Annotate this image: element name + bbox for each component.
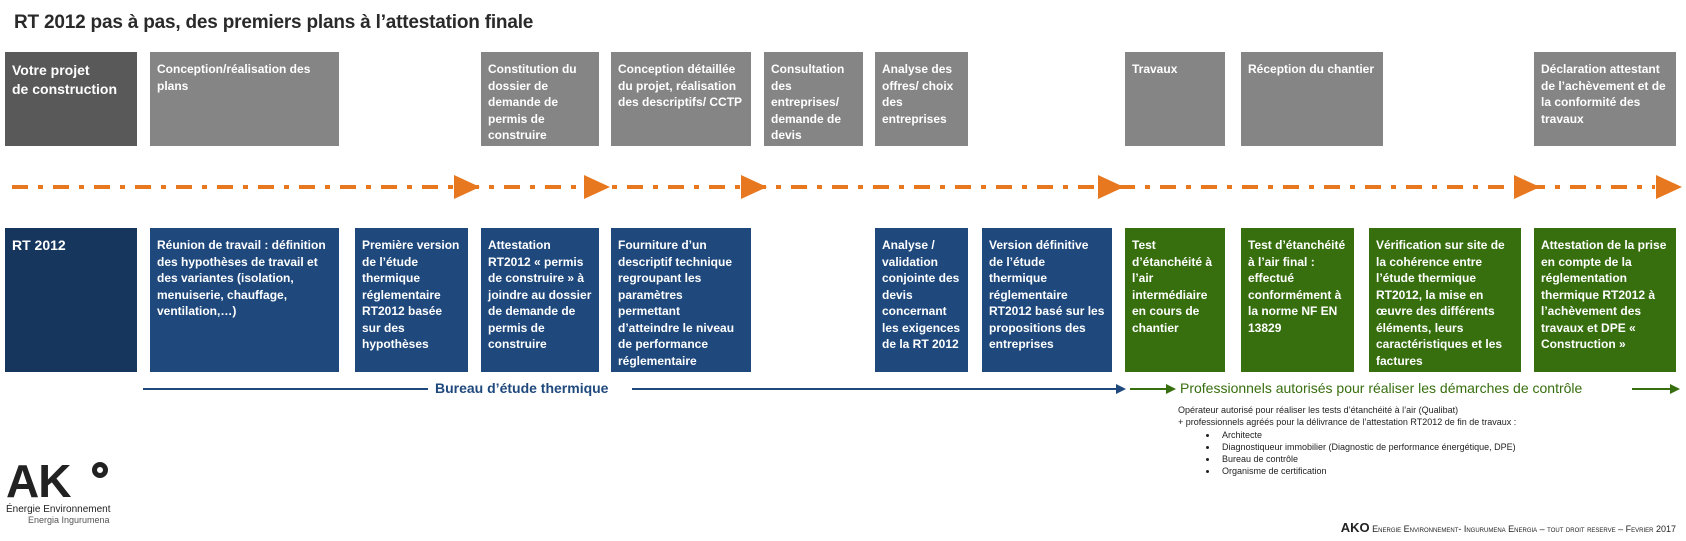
control-notes: Opérateur autorisé pour réaliser les tes… — [1178, 404, 1516, 478]
list-item: Diagnostiqueur immobilier (Diagnostic de… — [1218, 441, 1516, 453]
rt-permit-attestation: Attestation RT2012 « permis de construir… — [481, 228, 599, 372]
step-declaration: Déclaration attestant de l’achèvement et… — [1534, 52, 1676, 146]
footer-brand: AKO — [1340, 520, 1370, 535]
timeline-arrowhead — [454, 175, 480, 199]
rt-first-version: Première version de l’étude thermique ré… — [355, 228, 468, 372]
notes-line: Opérateur autorisé pour réaliser les tes… — [1178, 405, 1459, 415]
rt-meeting: Réunion de travail : définition des hypo… — [150, 228, 339, 372]
timeline-arrowhead — [584, 175, 610, 199]
step-permit: Constitution du dossier de demande de pe… — [481, 52, 599, 146]
rt-final-version: Version définitive de l’étude thermique … — [982, 228, 1112, 372]
footer: AKO Energie Environnement- Ingurumena En… — [1341, 520, 1676, 535]
page-title: RT 2012 pas à pas, des premiers plans à … — [14, 12, 534, 33]
list-item: Organisme de certification — [1218, 465, 1516, 477]
rt-site-verification: Vérification sur site de la cohérence en… — [1369, 228, 1521, 372]
bureau-arrowhead — [1116, 384, 1126, 394]
footer-text: Energie Environnement- Ingurumena Energi… — [1372, 524, 1676, 534]
notes-line: + professionnels agréés pour la délivran… — [1178, 417, 1517, 428]
list-item: Bureau de contrôle — [1218, 453, 1516, 465]
ako-logo: AK Énergie Environnement Energia Ingurum… — [6, 458, 111, 525]
step-works: Travaux — [1125, 52, 1225, 146]
bureau-label: Bureau d’étude thermique — [435, 380, 609, 396]
list-item: Architecte — [1218, 429, 1516, 441]
step-project: Votre projet de construction — [5, 52, 137, 146]
step-detailed-design: Conception détaillée du projet, réalisat… — [611, 52, 751, 146]
logo-mark: AK — [6, 458, 111, 504]
prof-arrowhead — [1166, 384, 1176, 394]
step-plans: Conception/réalisation des plans — [150, 52, 339, 146]
rt-quote-analysis: Analyse / validation conjointe des devis… — [875, 228, 968, 372]
professionals-label: Professionnels autorisés pour réaliser l… — [1180, 380, 1583, 396]
timeline-arrowhead — [1098, 175, 1124, 199]
timeline-arrowhead — [1514, 175, 1540, 199]
step-reception: Réception du chantier — [1241, 52, 1383, 146]
rt2012-header: RT 2012 — [5, 228, 137, 372]
timeline-arrowhead — [741, 175, 767, 199]
prof-arrowhead — [1670, 384, 1680, 394]
step-analysis: Analyse des offres/ choix des entreprise… — [875, 52, 968, 146]
logo-o-icon — [92, 462, 108, 478]
rt-final-attestation: Attestation de la prise en compte de la … — [1534, 228, 1676, 372]
rt-intermediate-test: Test d’étanchéité à l’air intermédiaire … — [1125, 228, 1225, 372]
notes-list: Architecte Diagnostiqueur immobilier (Di… — [1178, 429, 1516, 478]
rt-technical-description: Fourniture d’un descriptif technique reg… — [611, 228, 751, 372]
rt-final-test: Test d’étanchéité à l’air final : effect… — [1241, 228, 1354, 372]
logo-tagline-basque: Energia Ingurumena — [28, 515, 110, 525]
logo-tagline: Énergie Environnement — [6, 504, 111, 515]
step-consultation: Consultation des entreprises/ demande de… — [764, 52, 863, 146]
timeline-arrowhead — [1656, 175, 1682, 199]
